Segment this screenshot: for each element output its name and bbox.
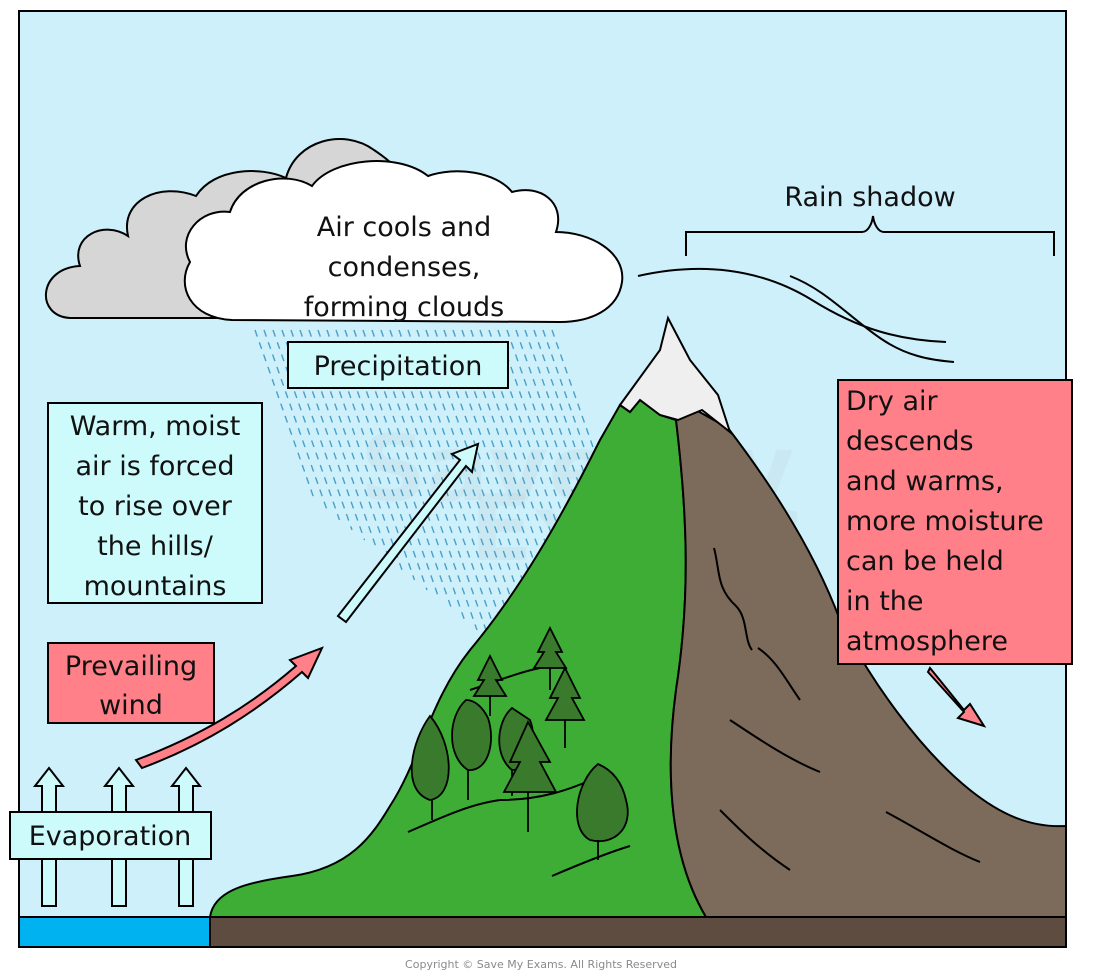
rain-streak bbox=[281, 329, 353, 531]
warm-air-line-3: to rise over bbox=[78, 491, 233, 522]
dry-air-line-7: atmosphere bbox=[846, 626, 1008, 657]
copyright-notice: Copyright © Save My Exams. All Rights Re… bbox=[405, 958, 677, 971]
prevailing-wind-line-2: wind bbox=[99, 690, 163, 721]
warm-air-line-4: the hills/ bbox=[97, 531, 214, 562]
ground-strip bbox=[209, 916, 1067, 948]
prevailing-wind-line-1: Prevailing bbox=[65, 651, 197, 682]
trees bbox=[410, 625, 629, 860]
rain-shadow-label: Rain shadow bbox=[784, 182, 955, 213]
evaporation-box: Evaporation bbox=[9, 811, 212, 860]
rain-shadow-bracket bbox=[685, 215, 1055, 256]
rain-streak bbox=[263, 329, 328, 511]
prevailing-wind-box: Prevailing wind bbox=[47, 642, 215, 724]
warm-air-line-2: air is forced bbox=[75, 451, 234, 482]
rain-streak bbox=[290, 329, 366, 541]
cloud-text: Air cools and condenses, forming clouds bbox=[304, 212, 504, 323]
warm-air-line-5: mountains bbox=[84, 571, 227, 602]
tree-7 bbox=[502, 719, 558, 832]
tree-3 bbox=[544, 665, 586, 748]
tree-4 bbox=[451, 699, 492, 800]
warm-moist-air-box: Warm, moist air is forced to rise over t… bbox=[47, 402, 263, 604]
descending-air-arrow bbox=[926, 666, 987, 728]
dry-air-box: Dry air descends and warms, more moistur… bbox=[837, 379, 1073, 665]
dry-air-line-3: and warms, bbox=[846, 466, 1004, 497]
dry-air-line-1: Dry air bbox=[846, 386, 938, 417]
cloud-text-line-3: forming clouds bbox=[304, 292, 504, 323]
mountain-brown-slope bbox=[669, 408, 1067, 918]
cloud-text-line-1: Air cools and bbox=[317, 212, 492, 243]
dry-air-line-5: can be held bbox=[846, 546, 1004, 577]
rain-streak bbox=[416, 329, 541, 681]
white-cloud bbox=[183, 160, 624, 324]
rain-streak bbox=[344, 329, 441, 601]
water-strip bbox=[18, 916, 211, 948]
dry-air-line-4: more moisture bbox=[846, 506, 1044, 537]
rising-air-arrow bbox=[336, 442, 480, 624]
precipitation-box: Precipitation bbox=[287, 341, 509, 389]
warm-air-line-1: Warm, moist bbox=[70, 411, 241, 442]
tree-1 bbox=[532, 625, 568, 690]
rain-streak bbox=[353, 329, 453, 611]
prevailing-wind-arrow bbox=[134, 646, 324, 770]
air-flow-lines bbox=[637, 267, 955, 363]
mountain-rock-lines bbox=[713, 547, 981, 871]
tree-2 bbox=[472, 653, 508, 716]
evaporation-label: Evaporation bbox=[29, 821, 192, 852]
tree-6 bbox=[410, 714, 450, 820]
dry-air-line-6: in the bbox=[846, 586, 924, 617]
dry-air-line-2: descends bbox=[846, 426, 974, 457]
rain-streak bbox=[254, 329, 316, 501]
precipitation-label: Precipitation bbox=[314, 351, 483, 382]
cloud-text-line-2: condenses, bbox=[328, 252, 481, 283]
tree-8 bbox=[576, 762, 629, 860]
mountain-snow-cap bbox=[618, 315, 732, 435]
